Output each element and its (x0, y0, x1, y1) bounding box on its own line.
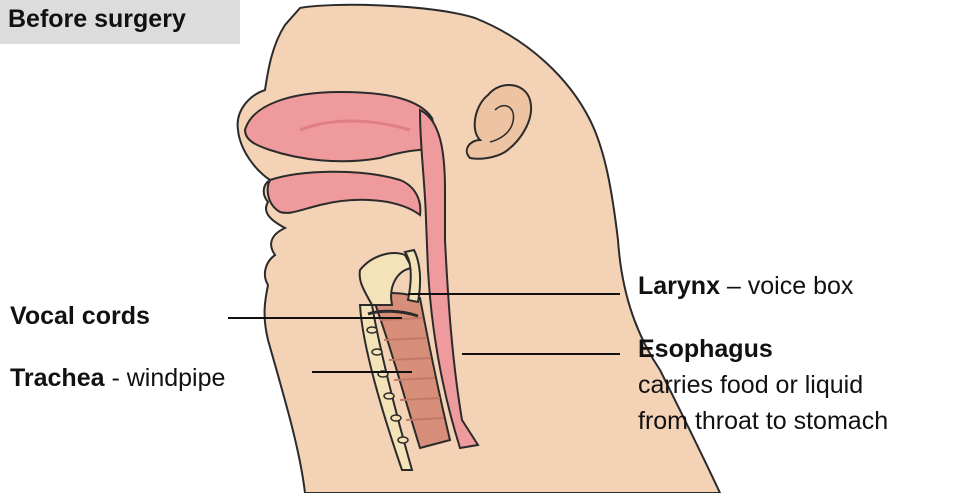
esophagus-name: Esophagus (638, 335, 773, 363)
larynx-label: Larynx – voice box (638, 271, 853, 301)
larynx-name: Larynx (638, 272, 720, 300)
trachea-separator: - (105, 364, 127, 392)
trachea-desc: windpipe (127, 364, 226, 392)
title-text: Before surgery (8, 5, 186, 33)
trachea-label: Trachea - windpipe (10, 363, 225, 393)
larynx-separator: – (720, 272, 748, 300)
esophagus-label: Esophagus (638, 334, 773, 364)
esophagus-desc-line1: carries food or liquid (638, 370, 863, 400)
nasal-cavity (245, 92, 440, 161)
vocal-cords-label: Vocal cords (10, 301, 150, 331)
vocal-cords-name: Vocal cords (10, 302, 150, 330)
esophagus-desc-line2: from throat to stomach (638, 406, 888, 436)
title-box: Before surgery (0, 0, 240, 44)
trachea-name: Trachea (10, 364, 105, 392)
larynx-desc: voice box (748, 272, 854, 300)
